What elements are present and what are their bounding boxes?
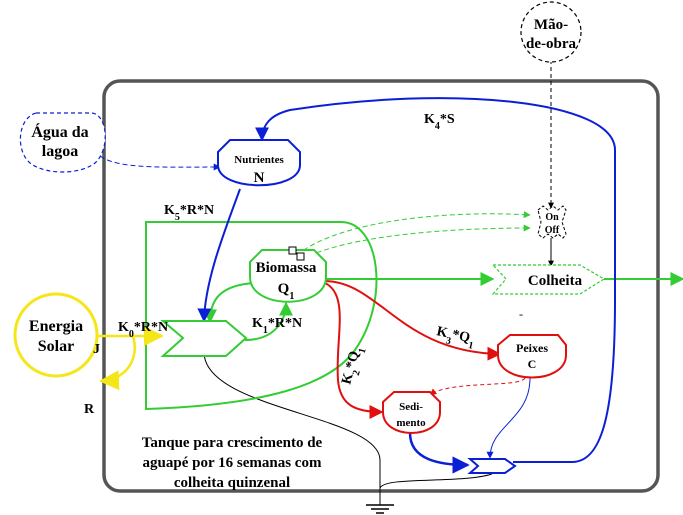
fish-label-line2: C <box>528 357 537 371</box>
pond-water-label-line2: lagoa <box>42 143 78 160</box>
switch-control-line-2 <box>301 224 531 260</box>
k4-flow-label: K4*S <box>424 112 455 132</box>
on-off-switch <box>537 205 567 239</box>
fish-to-output-flow <box>486 377 531 459</box>
production-to-biomass-flow <box>244 301 293 341</box>
switch-label-line1: On <box>545 212 559 223</box>
energy-j-label: J <box>93 342 100 357</box>
nutrients-to-production-flow <box>197 188 241 323</box>
fish-to-sediment-flow <box>429 377 526 396</box>
biomass-label: Biomassa <box>256 260 317 276</box>
sediment-label-line1: Sedi- <box>399 401 423 413</box>
k4-nutrient-recycle-flow <box>255 97 616 463</box>
harvest-label: Colheita <box>528 273 583 289</box>
sediment-label-line2: mento <box>396 417 426 429</box>
heat-sink-line-2 <box>379 473 493 489</box>
caption-line2: aguapé por 16 semanas com <box>143 455 322 471</box>
system-boundary <box>102 79 660 493</box>
production-interaction-symbol <box>160 320 248 357</box>
sediment-to-output-flow <box>408 432 470 474</box>
k0-flow-label: K0*R*N <box>118 320 168 340</box>
solar-label-line2: Solar <box>38 338 74 355</box>
biomass-storage-tank <box>249 249 327 303</box>
switch-label-line2: Off <box>545 225 560 236</box>
heat-sink-line <box>203 351 381 505</box>
nutrients-storage-tank <box>217 139 301 187</box>
recycle-interaction-symbol <box>467 458 517 474</box>
solar-label-line1: Energia <box>29 318 83 335</box>
k3-flow-label: K3*Q1 <box>434 324 476 351</box>
nutrients-label: Nutrientes <box>234 154 284 166</box>
labor-label-line2: de-obra <box>526 36 576 52</box>
biomass-outer-loop <box>145 221 378 411</box>
biomass-symbol: Q1 <box>278 281 295 302</box>
biomass-to-production-flow <box>203 282 256 324</box>
k1-flow-label: K1*R*N <box>252 316 302 336</box>
fish-storage-tank <box>497 334 567 379</box>
nutrients-symbol: N <box>254 170 265 186</box>
labor-source <box>520 1 582 63</box>
heat-sink-icon <box>366 504 394 514</box>
k2-flow-label: K2*Q1 <box>339 345 368 388</box>
k5-flow-label: K5*R*N <box>164 203 214 223</box>
caption-line3: colheita quinzenal <box>174 475 290 491</box>
energy-r-label: R <box>84 402 95 417</box>
solar-energy-source <box>13 292 99 378</box>
minus-mark: - <box>519 307 523 321</box>
pond-water-source <box>19 112 106 173</box>
solar-residual-flow <box>99 335 136 391</box>
sediment-storage-tank <box>382 391 441 434</box>
k3-biomass-to-fish-flow <box>324 280 502 361</box>
labor-label-line1: Mão- <box>534 17 568 33</box>
harvest-transaction-symbol <box>491 264 606 295</box>
pond-water-label-line1: Água da <box>31 122 88 141</box>
fish-label-line1: Peixes <box>516 341 548 355</box>
caption-line1: Tanque para crescimento de <box>142 435 323 451</box>
water-to-nutrients-flow <box>94 149 221 171</box>
biomass-interaction-boxes <box>288 246 305 261</box>
switch-control-line-1 <box>296 211 531 256</box>
k2-biomass-to-sediment-flow <box>324 282 384 419</box>
